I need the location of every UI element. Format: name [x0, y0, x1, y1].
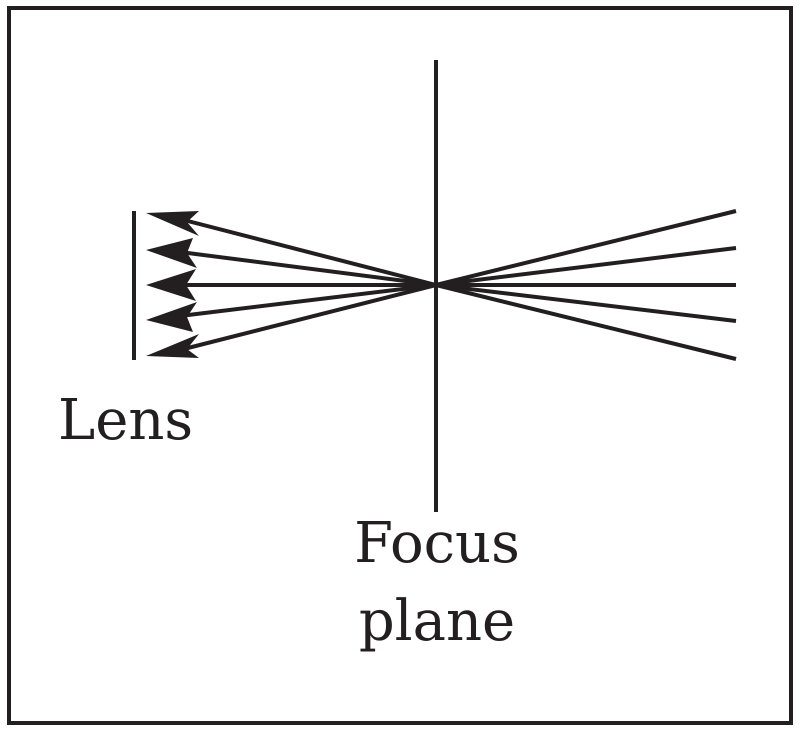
incoming-ray: [435, 283, 737, 361]
incoming-ray: [435, 246, 737, 287]
outgoing-rays: [179, 217, 437, 352]
arrowhead-icon: [146, 334, 199, 358]
incoming-rays: [435, 209, 737, 361]
arrowhead-icon: [146, 269, 196, 301]
outgoing-ray: [179, 217, 437, 287]
arrowhead-icon: [146, 238, 197, 268]
arrowhead-icon: [146, 211, 199, 236]
frame-border: [7, 6, 793, 725]
arrowheads: [146, 211, 199, 358]
outgoing-ray: [179, 250, 437, 287]
lens-label: Lens: [58, 388, 193, 453]
arrowhead-icon: [146, 302, 197, 332]
incoming-ray: [435, 209, 737, 287]
outgoing-ray: [179, 283, 437, 352]
focus-plane-label-line1: Focus: [354, 511, 520, 576]
outgoing-ray: [179, 283, 437, 318]
focus-plane-label-line2: plane: [359, 589, 515, 654]
incoming-ray: [435, 283, 737, 323]
